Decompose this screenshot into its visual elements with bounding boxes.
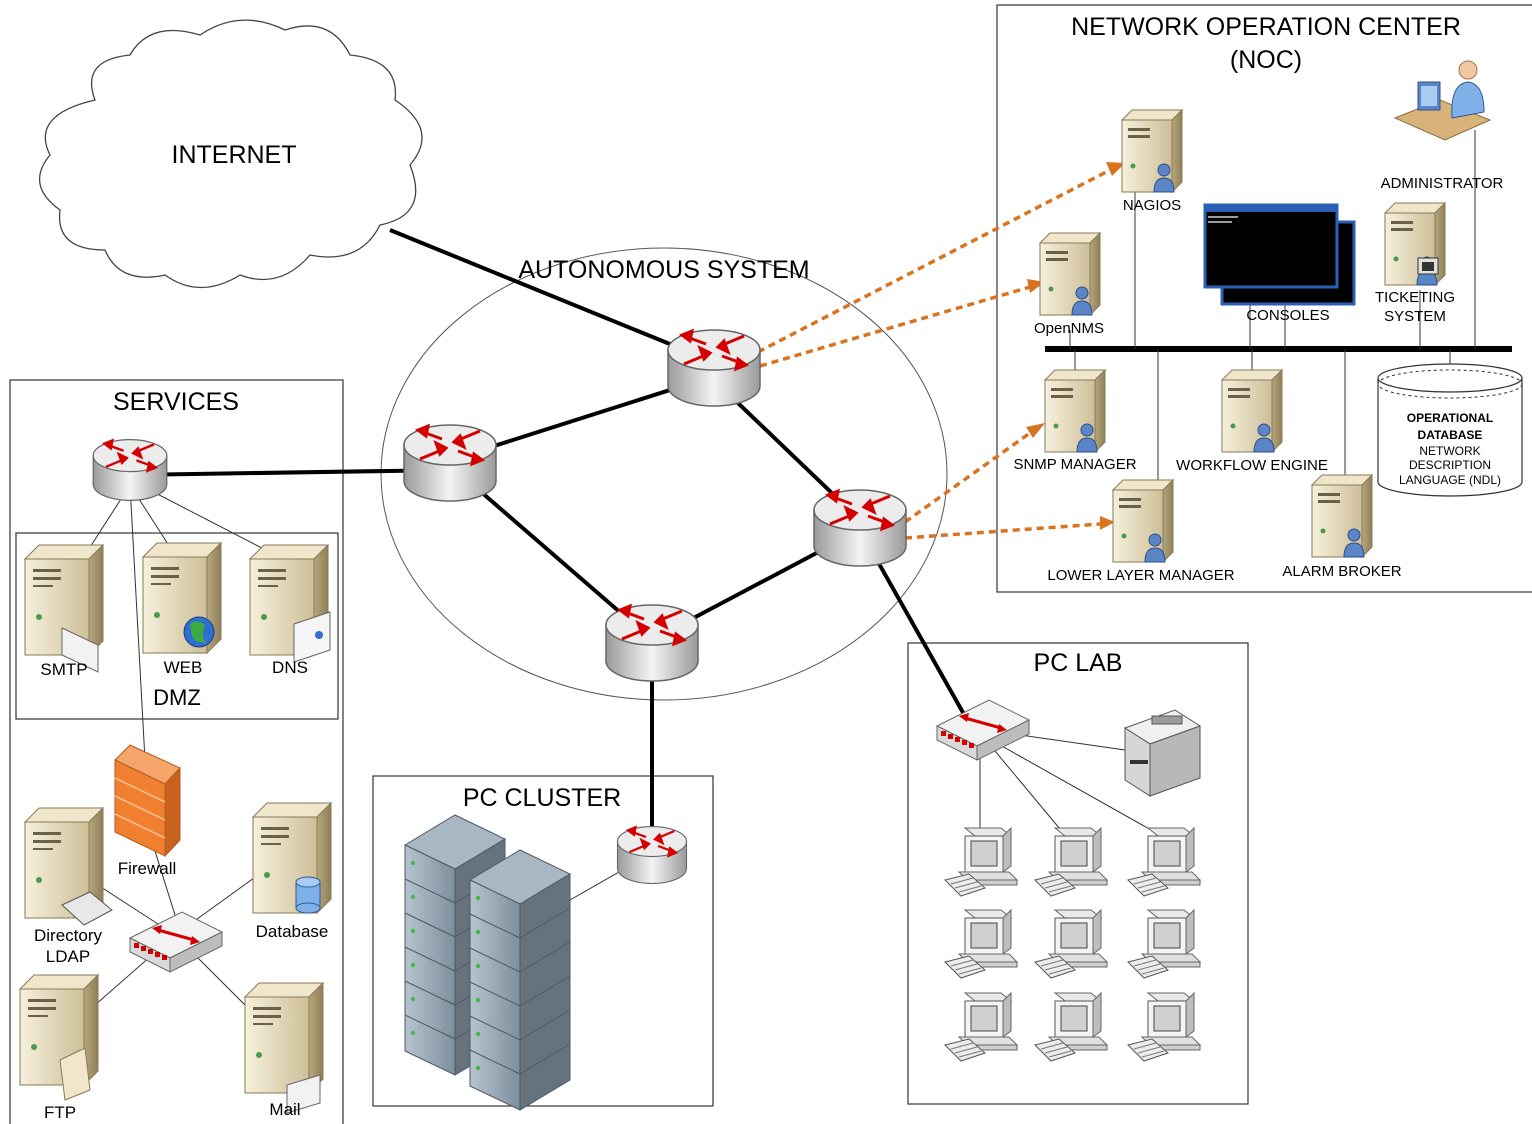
smtp-mail-icon (61, 627, 99, 673)
ticketing-terminal-icon (1417, 257, 1439, 275)
lab-pc (944, 827, 1018, 897)
services-box (9, 379, 344, 1124)
ldap-label: LDAP (46, 947, 90, 966)
router-right (812, 488, 908, 568)
lower-layer-manager-label: LOWER LAYER MANAGER (1047, 567, 1234, 584)
cluster-rack-2 (469, 849, 571, 1111)
operational-database-cylinder (1377, 363, 1523, 497)
nagios-label: NAGIOS (1123, 197, 1181, 214)
firewall-label: Firewall (118, 859, 177, 878)
router-cluster (616, 825, 688, 885)
opdb-label-line2: DATABASE (1418, 428, 1483, 442)
web-label: WEB (164, 658, 203, 677)
lab-pc (1034, 992, 1108, 1062)
database-label: Database (256, 922, 329, 941)
lab-pc (1127, 992, 1201, 1062)
smtp-label: SMTP (40, 660, 87, 679)
management-links (757, 168, 1111, 540)
administrator-label: ADMINISTRATOR (1381, 175, 1504, 192)
pc-lab-box (907, 642, 1249, 1105)
consoles-icon (1203, 203, 1356, 306)
consoles-label: CONSOLES (1246, 307, 1329, 324)
lab-pc (944, 909, 1018, 979)
router-bottom (604, 603, 700, 683)
alarm-broker-server (1311, 474, 1373, 558)
mail-label: Mail (269, 1100, 300, 1119)
lab-pc (1127, 827, 1201, 897)
printer-icon (1123, 709, 1202, 797)
opdb-label-line5: LANGUAGE (NDL) (1399, 473, 1501, 487)
firewall-icon (114, 744, 181, 858)
snmp-manager-label: SNMP MANAGER (1013, 456, 1136, 473)
dns-doc-icon (293, 611, 331, 663)
ftp-folder-icon (59, 1047, 91, 1101)
opennms-label: OpenNMS (1034, 320, 1104, 337)
service-links (84, 484, 1161, 1021)
noc-box (996, 4, 1532, 593)
pc-lab-label: PC LAB (1034, 649, 1123, 677)
mail-envelope-icon (286, 1074, 321, 1114)
opdb-label-line4: DESCRIPTION (1409, 458, 1491, 472)
dmz-box (15, 532, 339, 720)
lab-pc (1034, 827, 1108, 897)
internet-label: INTERNET (172, 141, 297, 169)
autonomous-system-label: AUTONOMOUS SYSTEM (518, 256, 809, 284)
lab-pc (1127, 909, 1201, 979)
nagios-server (1121, 109, 1183, 193)
ticketing-label-line2: SYSTEM (1384, 308, 1446, 325)
ticketing-label-line1: TICKETING (1375, 289, 1455, 306)
mail-server (244, 982, 324, 1094)
lab-switch (935, 698, 1031, 762)
lab-pc (944, 992, 1018, 1062)
router-top (666, 328, 762, 408)
noc-title-line1: NETWORK OPERATION CENTER (1071, 13, 1461, 41)
directory-label: Directory (34, 926, 103, 945)
database-icon (295, 876, 321, 914)
pc-cluster-label: PC CLUSTER (463, 784, 621, 812)
pc-cluster-box (372, 775, 714, 1107)
internet-cloud (38, 19, 423, 289)
opdb-label-line1: OPERATIONAL (1407, 411, 1493, 425)
opdb-label-line3: NETWORK (1419, 444, 1480, 458)
services-label: SERVICES (113, 388, 239, 416)
opennms-server (1039, 232, 1101, 316)
lower-layer-manager-server (1112, 479, 1174, 563)
ftp-label: FTP (44, 1103, 76, 1122)
administrator-icon (1393, 60, 1492, 141)
dns-label: DNS (272, 658, 308, 677)
router-left (402, 423, 498, 503)
ldap-book-icon (61, 891, 113, 926)
dmz-label: DMZ (153, 685, 201, 710)
snmp-manager-server (1044, 369, 1106, 453)
management-arrowheads (1026, 162, 1125, 530)
router-services (91, 438, 169, 502)
workflow-engine-label: WORKFLOW ENGINE (1176, 457, 1328, 474)
lab-pc (1034, 909, 1108, 979)
workflow-engine-server (1221, 369, 1283, 453)
noc-title-line2: (NOC) (1230, 46, 1302, 74)
alarm-broker-label: ALARM BROKER (1282, 563, 1401, 580)
autonomous-system-ellipse (380, 247, 948, 701)
services-switch (128, 910, 224, 974)
